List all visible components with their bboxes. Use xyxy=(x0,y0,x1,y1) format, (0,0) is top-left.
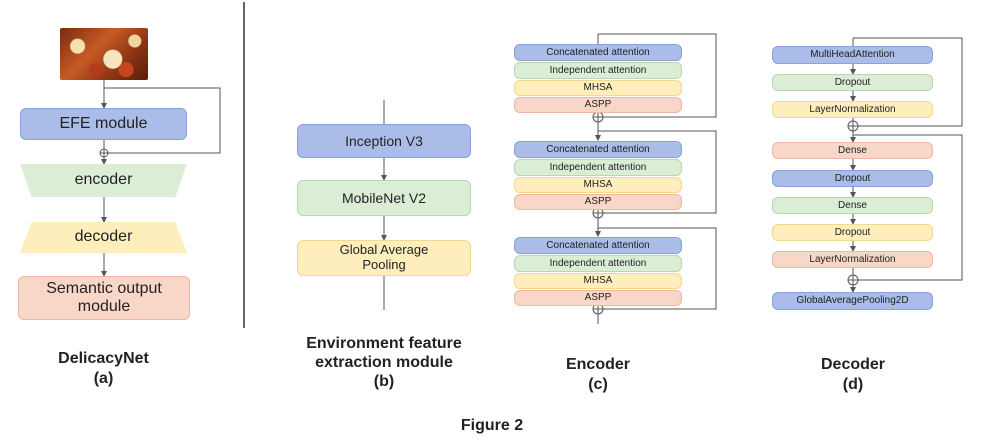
global-average-pooling-block: Global Average Pooling xyxy=(297,240,471,276)
global-average-pooling-2d-block: GlobalAveragePooling2D xyxy=(772,292,933,310)
dense-block: Dense xyxy=(772,197,933,214)
independent-attention-block: Independent attention xyxy=(514,255,682,272)
figure-caption: Figure 2 xyxy=(460,417,524,434)
mobilenet-v2-block: MobileNet V2 xyxy=(297,180,471,216)
independent-attention-block: Independent attention xyxy=(514,159,682,176)
layer-normalization-block: LayerNormalization xyxy=(772,251,933,268)
panel-divider xyxy=(243,2,245,328)
semantic-output-block: Semantic output module xyxy=(18,276,190,320)
concatenated-attention-block: Concatenated attention xyxy=(514,141,682,158)
independent-attention-block: Independent attention xyxy=(514,62,682,79)
inception-v3-block: Inception V3 xyxy=(297,124,471,158)
decoder-block: decoder xyxy=(20,222,187,253)
caption-d-title: Decoder xyxy=(820,356,886,373)
encoder-block: encoder xyxy=(20,164,187,197)
dropout-block: Dropout xyxy=(772,224,933,241)
caption-d-label: (d) xyxy=(842,376,864,393)
aspp-block: ASPP xyxy=(514,290,682,306)
concatenated-attention-block: Concatenated attention xyxy=(514,44,682,61)
caption-a-label: (a) xyxy=(93,370,114,387)
caption-a-title: DelicacyNet xyxy=(58,350,149,367)
aspp-block: ASPP xyxy=(514,194,682,210)
mhsa-block: MHSA xyxy=(514,177,682,193)
mhsa-block: MHSA xyxy=(514,273,682,289)
caption-c-title: Encoder xyxy=(565,356,630,373)
layer-normalization-block: LayerNormalization xyxy=(772,101,933,118)
dense-block: Dense xyxy=(772,142,933,159)
caption-c-label: (c) xyxy=(588,376,608,393)
aspp-block: ASPP xyxy=(514,97,682,113)
dropout-block: Dropout xyxy=(772,170,933,187)
food-image xyxy=(60,28,148,80)
mhsa-block: MHSA xyxy=(514,80,682,96)
dropout-block: Dropout xyxy=(772,74,933,91)
efe-module-block: EFE module xyxy=(20,108,187,140)
multihead-attention-block: MultiHeadAttention xyxy=(772,46,933,64)
caption-b-title-line2: extraction module xyxy=(315,354,453,371)
caption-b-title-line1: Environment feature xyxy=(306,335,462,352)
concatenated-attention-block: Concatenated attention xyxy=(514,237,682,254)
caption-b-label: (b) xyxy=(373,373,395,390)
